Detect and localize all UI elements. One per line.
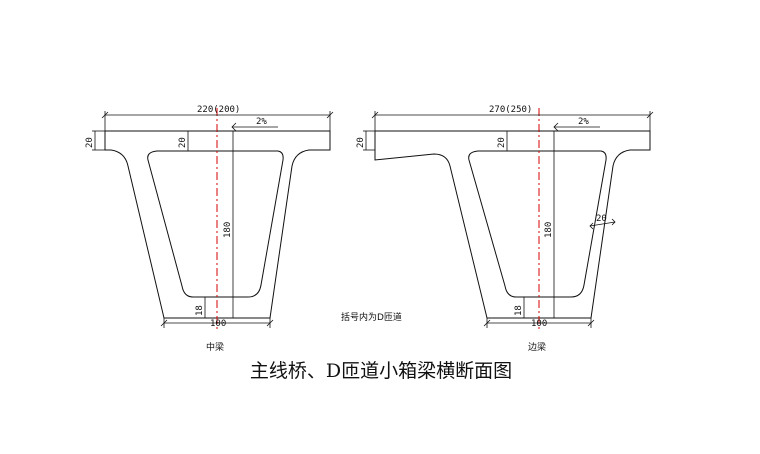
- middle-bottom-width-label: 100: [210, 319, 226, 329]
- edge-flange-thickness-label: 20: [356, 137, 366, 148]
- edge-bottom-width-label: 100: [531, 319, 547, 329]
- edge-beam-section: 270(250) 2% 20 20 180 20 18 100 边梁: [356, 105, 654, 353]
- edge-beam-name: 边梁: [528, 341, 546, 353]
- edge-beam-outline: [374, 130, 651, 319]
- edge-height-label: 180: [544, 222, 554, 238]
- drawing-caption: 主线桥、D匝道小箱梁横断面图: [250, 360, 512, 382]
- middle-height-label: 180: [223, 222, 233, 238]
- edge-slope-label: 2%: [578, 117, 589, 127]
- middle-beam-inner-cell: [147, 150, 284, 298]
- ramp-note: 括号内为D匝道: [341, 311, 402, 323]
- middle-flange-thickness-label: 20: [85, 137, 95, 148]
- edge-bottom-slab-label: 18: [514, 305, 524, 316]
- edge-web-thickness-label: 20: [596, 214, 607, 224]
- edge-top-slab-label: 20: [497, 137, 507, 148]
- middle-slope-label: 2%: [256, 117, 267, 127]
- middle-top-slab-label: 20: [178, 137, 188, 148]
- middle-beam-section: 220(200) 2% 20 20 180 18 100 中梁: [85, 105, 334, 353]
- middle-beam-name: 中梁: [206, 341, 224, 353]
- middle-bottom-slab-label: 18: [195, 305, 205, 316]
- middle-top-width-label: 220(200): [197, 105, 240, 115]
- edge-beam-inner-cell: [468, 150, 607, 298]
- edge-top-width-label: 270(250): [489, 105, 532, 115]
